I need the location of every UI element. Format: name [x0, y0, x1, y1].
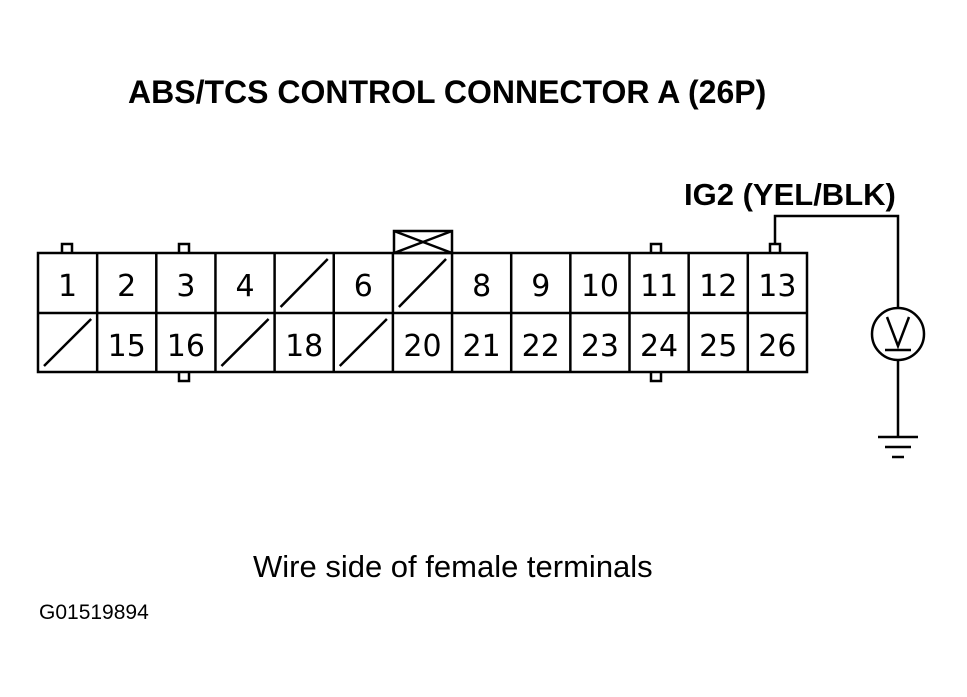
unused-terminal-slash	[43, 318, 93, 367]
connector-key	[392, 229, 454, 255]
wire-ig2	[773, 214, 900, 308]
figure-id: G01519894	[39, 601, 149, 624]
unused-terminal-slash	[279, 258, 329, 308]
ground-icon	[878, 435, 918, 459]
terminal-12-label: 12	[699, 269, 737, 304]
connector-tab	[768, 242, 782, 253]
voltmeter-icon	[870, 306, 926, 362]
unused-terminal-slash	[398, 258, 447, 308]
terminal-2-label: 2	[117, 269, 136, 304]
connector-26p	[36, 229, 809, 383]
diagram-title: ABS/TCS CONTROL CONNECTOR A (26P)	[128, 74, 766, 110]
terminal-1-label: 1	[58, 269, 77, 304]
terminal-26-label: 26	[758, 329, 796, 364]
terminal-25-label: 25	[699, 329, 737, 364]
terminal-22-label: 22	[522, 329, 560, 364]
terminal-24-label: 24	[640, 329, 678, 364]
connector-tab	[649, 242, 663, 253]
connector-tab	[177, 372, 191, 383]
connector-tab	[649, 372, 663, 383]
connector-tab	[177, 242, 191, 253]
unused-terminal-slash	[338, 318, 388, 367]
connector-tab	[60, 242, 74, 253]
terminal-6-label: 6	[354, 269, 373, 304]
terminal-21-label: 21	[463, 329, 501, 364]
terminal-13-label: 13	[758, 269, 796, 304]
terminal-18-label: 18	[285, 329, 323, 364]
wire-label: IG2 (YEL/BLK)	[684, 177, 896, 212]
terminal-11-label: 11	[640, 269, 678, 304]
terminal-9-label: 9	[531, 269, 550, 304]
unused-terminal-slash	[220, 318, 270, 367]
terminal-4-label: 4	[235, 269, 254, 304]
terminal-8-label: 8	[472, 269, 491, 304]
terminal-15-label: 15	[108, 329, 146, 364]
terminal-16-label: 16	[167, 329, 205, 364]
terminal-3-label: 3	[176, 269, 195, 304]
terminal-10-label: 10	[581, 269, 619, 304]
test-circuit	[773, 214, 900, 437]
terminal-23-label: 23	[581, 329, 619, 364]
terminal-20-label: 20	[403, 329, 441, 364]
diagram-caption: Wire side of female terminals	[253, 549, 653, 584]
